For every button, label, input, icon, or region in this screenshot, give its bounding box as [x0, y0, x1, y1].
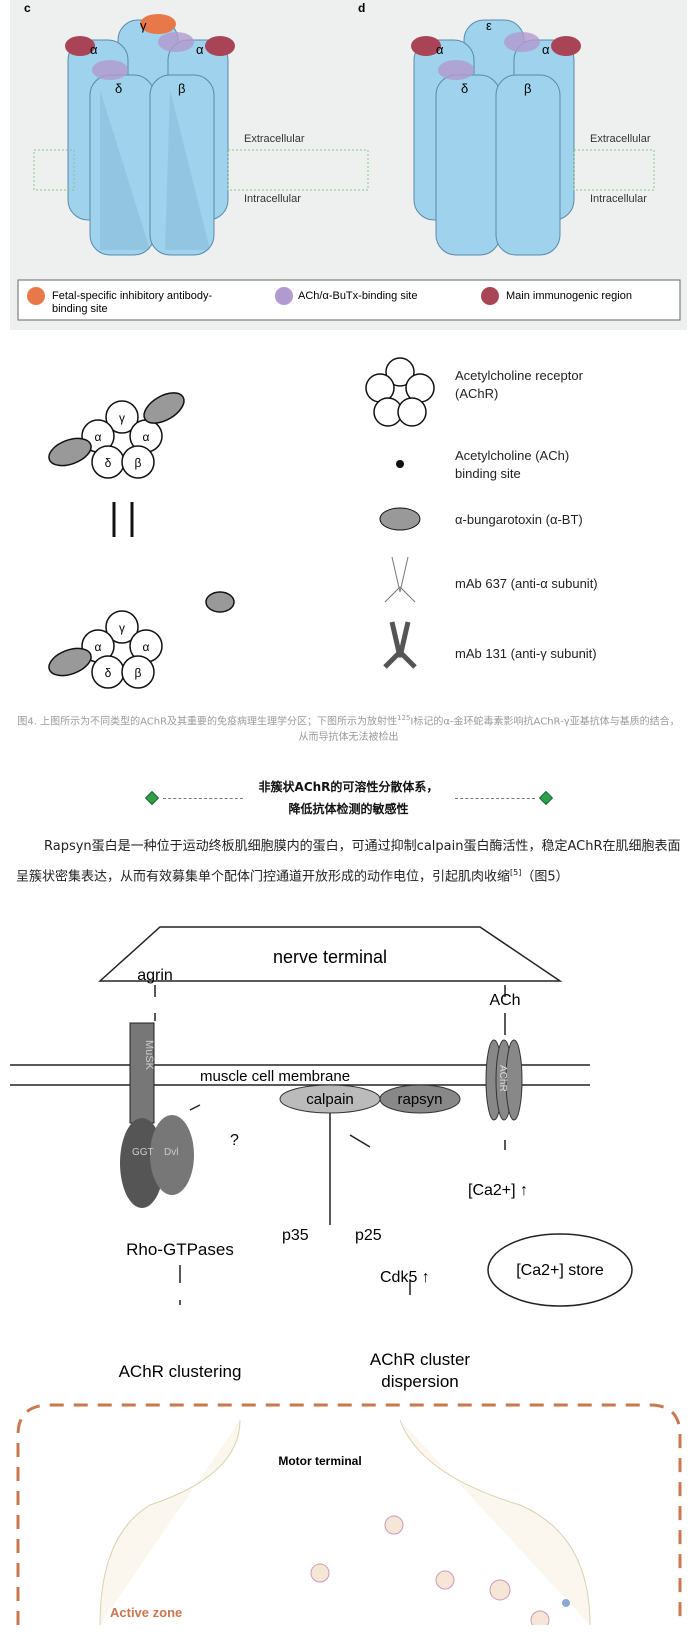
svg-text:α: α — [143, 640, 150, 654]
svg-text:nerve terminal: nerve terminal — [273, 947, 387, 967]
figure-6: Motor terminal Active zone — [16, 1403, 682, 1625]
figure-5: nerve terminal agrin ACh MuSK GGT Dvl ACh… — [10, 925, 633, 1391]
svg-text:muscle cell membrane: muscle cell membrane — [200, 1068, 350, 1085]
body-paragraph: Rapsyn蛋白是一种位于运动终板肌细胞膜内的蛋白，可通过抑制calpain蛋白… — [16, 839, 681, 885]
svg-text:γ: γ — [140, 18, 147, 33]
achr-complex-bottom — [48, 591, 235, 689]
achr-complex-top — [48, 392, 185, 479]
svg-text:Dvl: Dvl — [164, 1147, 178, 1158]
svg-text:p35: p35 — [282, 1227, 309, 1244]
section-heading: 非簇状AChR的可溶性分散体系，降低抗体检测的敏感性 — [0, 776, 697, 820]
svg-text:MuSK: MuSK — [143, 1040, 155, 1071]
svg-text:α-bungarotoxin (α-BT): α-bungarotoxin (α-BT) — [455, 512, 583, 527]
svg-text:Main immunogenic region: Main immunogenic region — [506, 290, 632, 302]
svg-text:c: c — [24, 1, 31, 15]
svg-text:δ: δ — [461, 81, 468, 96]
svg-text:d: d — [358, 1, 365, 15]
equilibrium-arrows-icon — [112, 502, 134, 537]
svg-text:p25: p25 — [355, 1227, 382, 1244]
svg-text:Active zone: Active zone — [110, 1605, 182, 1620]
svg-text:β: β — [135, 456, 142, 470]
svg-text:GGT: GGT — [132, 1147, 154, 1158]
legend: Fetal-specific inhibitory antibody-bindi… — [17, 279, 681, 321]
svg-text:β: β — [524, 81, 531, 96]
svg-text:AChR cluster: AChR cluster — [370, 1350, 470, 1369]
svg-text:binding site: binding site — [52, 303, 108, 315]
svg-text:Intracellular: Intracellular — [590, 193, 647, 205]
svg-text:Intracellular: Intracellular — [244, 193, 301, 205]
svg-text:agrin: agrin — [137, 967, 173, 984]
svg-text:β: β — [178, 81, 185, 96]
svg-text:AChR clustering: AChR clustering — [119, 1362, 242, 1381]
svg-text:α: α — [143, 430, 150, 444]
svg-text:Extracellular: Extracellular — [244, 133, 305, 145]
svg-text:[Ca2+] ↑: [Ca2+] ↑ — [468, 1182, 528, 1199]
svg-text:α: α — [95, 430, 102, 444]
svg-text:α: α — [90, 42, 98, 57]
svg-text:δ: δ — [105, 666, 112, 680]
diamond-icon — [144, 791, 159, 806]
svg-text:α: α — [95, 640, 102, 654]
svg-text:γ: γ — [119, 411, 125, 425]
membrane-bilayer — [33, 149, 655, 191]
svg-text:ACh: ACh — [489, 992, 520, 1009]
svg-text:δ: δ — [105, 456, 112, 470]
svg-text:δ: δ — [115, 81, 122, 96]
diamond-icon — [538, 791, 553, 806]
divider — [454, 797, 535, 799]
svg-text:calpain: calpain — [306, 1091, 354, 1108]
svg-text:ε: ε — [486, 18, 492, 33]
svg-text:γ: γ — [119, 621, 125, 635]
svg-text:?: ? — [230, 1132, 239, 1149]
svg-text:AChR: AChR — [497, 1065, 508, 1092]
svg-text:rapsyn: rapsyn — [397, 1091, 442, 1108]
figure-4-caption: 图4. 上图所示为不同类型的AChR及其重要的免疫病理生理学分区；下图所示为放射… — [17, 714, 680, 744]
svg-text:mAb 637 (anti-α subunit): mAb 637 (anti-α subunit) — [455, 576, 598, 591]
svg-text:Extracellular: Extracellular — [590, 133, 651, 145]
divider — [162, 797, 243, 799]
svg-text:β: β — [135, 666, 142, 680]
panel-c: c γ α α δ β Extracellular Intracellular — [24, 1, 305, 256]
svg-text:mAb 131 (anti-γ subunit): mAb 131 (anti-γ subunit) — [455, 646, 597, 661]
svg-text:binding site: binding site — [455, 466, 521, 481]
svg-text:dispersion: dispersion — [381, 1372, 459, 1391]
svg-text:Rho-GTPases: Rho-GTPases — [126, 1240, 234, 1259]
panel-d: d ε α α δ β Extracellular Intracellular — [358, 1, 651, 256]
legend-key: Acetylcholine receptor (AChR) Acetylcholi… — [365, 357, 598, 669]
svg-text:α: α — [542, 42, 550, 57]
svg-text:(AChR): (AChR) — [455, 386, 498, 401]
svg-text:α: α — [436, 42, 444, 57]
svg-text:Fetal-specific inhibitory anti: Fetal-specific inhibitory antibody- — [52, 290, 213, 302]
svg-text:Cdk5 ↑: Cdk5 ↑ — [380, 1269, 430, 1286]
svg-text:Acetylcholine (ACh): Acetylcholine (ACh) — [455, 448, 569, 463]
svg-text:ACh/α-BuTx-binding site: ACh/α-BuTx-binding site — [298, 290, 417, 302]
svg-text:Motor terminal: Motor terminal — [278, 1454, 361, 1468]
svg-text:[Ca2+] store: [Ca2+] store — [516, 1262, 604, 1279]
svg-text:Acetylcholine receptor: Acetylcholine receptor — [455, 368, 584, 383]
svg-text:α: α — [196, 42, 204, 57]
figure-4-top: c γ α α δ β Extracellular Intracellular d ε α… — [10, 0, 687, 330]
